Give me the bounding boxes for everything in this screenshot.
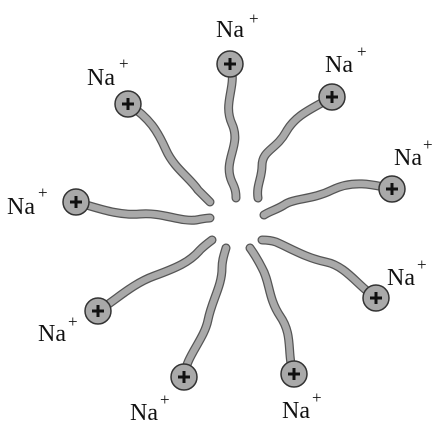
ion-charge: + [417,255,427,274]
ion-charge: + [160,390,170,409]
ion-charge: + [38,183,48,202]
ion-labels: Na+Na+Na+Na+Na+Na+Na+Na+Na+ [7,9,432,426]
hydrocarbon-tail [254,93,336,202]
ion-charge: + [68,312,78,331]
ion-label: Na [394,145,422,171]
ion-charge: + [423,135,432,154]
hydrocarbon-tail [72,198,214,224]
ion-label: Na [87,65,115,91]
ion-label: Na [216,17,244,43]
ion-charge: + [119,54,129,73]
hydrocarbon-tail [260,180,396,219]
hydrocarbon-tail [124,100,214,206]
surfactant-bottom-right [245,243,308,388]
surfactant-molecules [62,50,406,391]
hydrocarbon-tail [246,244,298,378]
ion-charge: + [312,388,322,407]
hydrocarbon-tail [225,60,240,202]
surfactant-right-upper [259,175,406,220]
surfactant-top-left [114,90,215,207]
hydrocarbon-tail [94,236,216,315]
surfactant-top [216,50,244,203]
surfactant-left-lower [84,235,217,325]
hydrocarbon-tail-outline [257,235,381,303]
ion-label: Na [282,398,310,424]
ion-label: Na [130,400,158,426]
surfactant-top-right [253,83,346,203]
ion-charge: + [249,9,259,28]
hydrocarbon-tail [258,236,380,302]
surfactant-bottom-left [170,243,231,391]
ion-label: Na [387,265,415,291]
hydrocarbon-tail [180,244,230,381]
ion-label: Na [325,52,353,78]
surfactant-left [62,188,215,225]
ion-label: Na [7,194,35,220]
surfactant-right-lower [257,235,390,312]
ion-label: Na [38,321,66,347]
ion-charge: + [357,42,367,61]
